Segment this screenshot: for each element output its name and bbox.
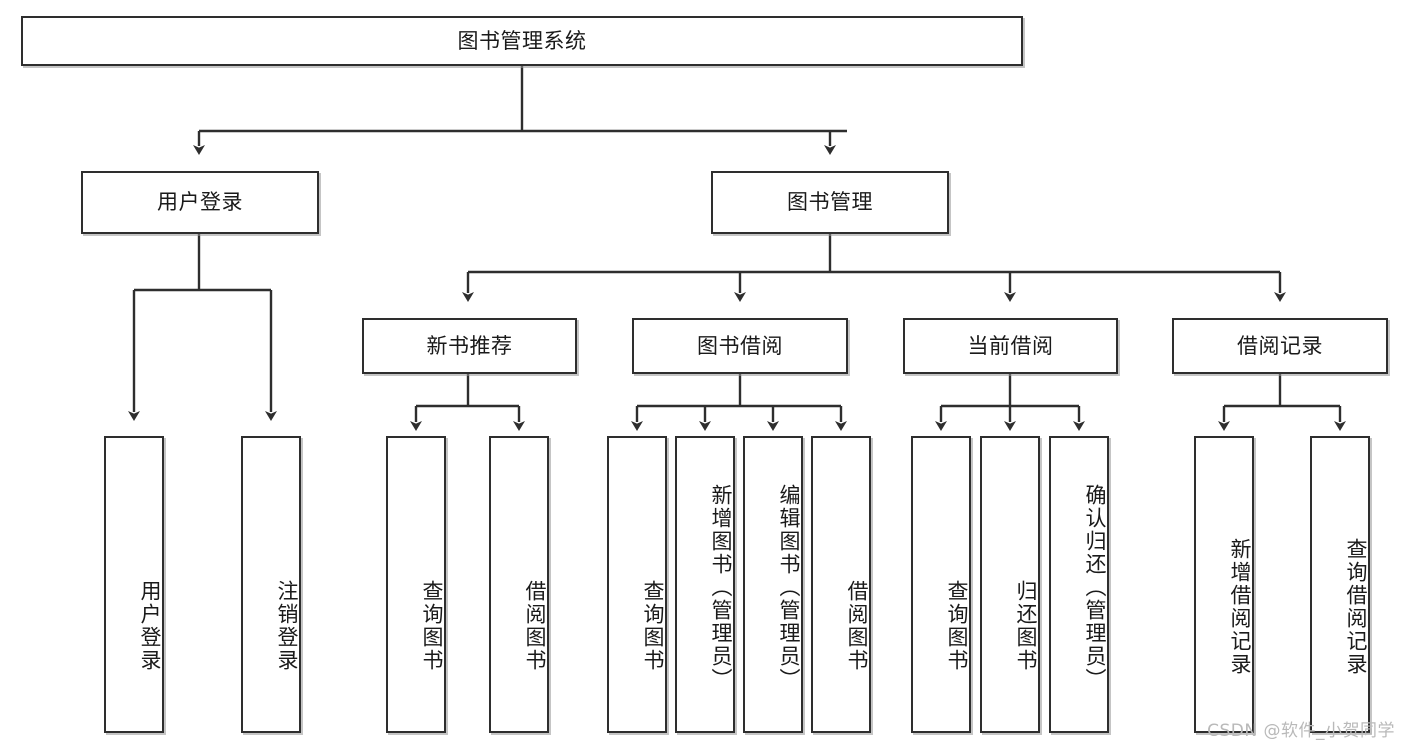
node-current-borrow[interactable]: 当前借阅 <box>903 318 1118 374</box>
leaf-user-login-label: 用户登录 <box>138 579 162 672</box>
leaf-borrow-book-new[interactable]: 借阅图书 <box>489 436 549 733</box>
leaf-query-book-current[interactable]: 查询图书 <box>911 436 971 733</box>
leaf-add-borrow-record[interactable]: 新增借阅记录 <box>1194 436 1254 733</box>
leaf-query-book-new-label: 查询图书 <box>420 579 444 672</box>
node-new-book-recommend-label: 新书推荐 <box>426 333 513 358</box>
leaf-query-book-current-label: 查询图书 <box>945 579 969 672</box>
node-book-management-label: 图书管理 <box>787 190 873 215</box>
leaf-edit-book-admin[interactable]: 编辑图书（管理员） <box>743 436 803 733</box>
leaf-logout-login[interactable]: 注销登录 <box>241 436 301 733</box>
leaf-borrow-book-borrow-label: 借阅图书 <box>845 579 869 672</box>
leaf-query-book-borrow[interactable]: 查询图书 <box>607 436 667 733</box>
node-user-login-label: 用户登录 <box>157 190 243 215</box>
leaf-user-login[interactable]: 用户登录 <box>104 436 164 733</box>
leaf-logout-login-label: 注销登录 <box>275 579 299 672</box>
leaf-add-book-admin[interactable]: 新增图书（管理员） <box>675 436 735 733</box>
node-current-borrow-label: 当前借阅 <box>967 333 1054 358</box>
leaf-borrow-book-new-label: 借阅图书 <box>523 579 547 672</box>
node-book-borrow[interactable]: 图书借阅 <box>632 318 848 374</box>
node-borrow-record[interactable]: 借阅记录 <box>1172 318 1388 374</box>
watermark: CSDN @软件_小贺同学 <box>1207 721 1395 741</box>
leaf-return-book[interactable]: 归还图书 <box>980 436 1040 733</box>
node-root[interactable]: 图书管理系统 <box>21 16 1023 66</box>
leaf-add-book-admin-label: 新增图书（管理员） <box>709 484 733 691</box>
node-user-login[interactable]: 用户登录 <box>81 171 319 234</box>
leaf-query-book-borrow-label: 查询图书 <box>641 579 665 672</box>
leaf-query-book-new[interactable]: 查询图书 <box>386 436 446 733</box>
node-root-label: 图书管理系统 <box>457 28 587 53</box>
node-new-book-recommend[interactable]: 新书推荐 <box>362 318 577 374</box>
node-book-management[interactable]: 图书管理 <box>711 171 949 234</box>
leaf-return-book-label: 归还图书 <box>1014 579 1038 672</box>
leaf-query-borrow-record[interactable]: 查询借阅记录 <box>1310 436 1370 733</box>
node-borrow-record-label: 借阅记录 <box>1237 333 1323 358</box>
leaf-query-borrow-record-label: 查询借阅记录 <box>1344 537 1368 676</box>
leaf-edit-book-admin-label: 编辑图书（管理员） <box>777 484 801 691</box>
leaf-add-borrow-record-label: 新增借阅记录 <box>1228 537 1252 676</box>
leaf-confirm-return-admin[interactable]: 确认归还（管理员） <box>1049 436 1109 733</box>
leaf-borrow-book-borrow[interactable]: 借阅图书 <box>811 436 871 733</box>
leaf-confirm-return-admin-label: 确认归还（管理员） <box>1083 484 1107 691</box>
node-book-borrow-label: 图书借阅 <box>697 333 783 358</box>
